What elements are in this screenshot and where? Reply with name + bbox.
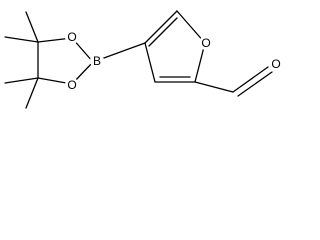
bond-c2-cho <box>194 81 234 93</box>
bond-methyl-3 <box>4 77 39 84</box>
methyl-bonds <box>4 11 39 109</box>
bond-methyl-4 <box>25 77 39 109</box>
bond-c4-c5 <box>144 10 178 44</box>
bond-methyl-2 <box>4 36 39 43</box>
bond-c5-o1 <box>176 10 206 44</box>
bond-c-o-double-2 <box>237 71 273 97</box>
atom-oxygen-lower: O <box>65 78 79 92</box>
atom-label-oxygen-lower: O <box>67 78 76 92</box>
chemical-structure: B O O O O <box>4 10 283 109</box>
atom-boron: B <box>90 54 104 68</box>
atom-label-boron: B <box>93 54 101 68</box>
atom-oxygen-furan: O <box>199 36 213 50</box>
bond-c4-c5-double <box>148 17 178 47</box>
atom-oxygen-aldehyde: O <box>269 57 283 71</box>
bond-c3-c4 <box>144 42 156 83</box>
atom-label-oxygen-upper: O <box>67 30 76 44</box>
bond-o1-c2 <box>194 42 206 83</box>
atom-label-oxygen-aldehyde: O <box>271 57 280 71</box>
aldehyde-group <box>194 66 273 97</box>
dioxaborolane-ring <box>37 37 94 85</box>
bond-c-o-double-1 <box>232 66 269 93</box>
furan-ring <box>144 10 206 83</box>
atom-oxygen-upper: O <box>65 30 79 44</box>
atom-label-oxygen-furan: O <box>201 36 210 50</box>
bond-methyl-1 <box>25 11 39 43</box>
